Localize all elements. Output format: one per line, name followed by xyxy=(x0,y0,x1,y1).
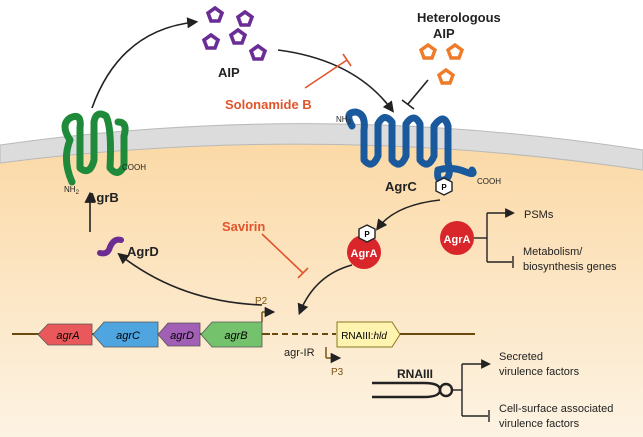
aip-pentagon xyxy=(205,5,225,23)
agrc-label: AgrC xyxy=(385,179,417,194)
solonamide-inhibition xyxy=(304,53,352,89)
agrb-nh2-label: NH2 xyxy=(64,185,80,196)
agra-active: AgrA P xyxy=(347,224,381,269)
agrd-peptide xyxy=(97,236,124,257)
aip-pentagon xyxy=(235,9,255,27)
promoter-p2 xyxy=(261,306,276,322)
agrd-label: AgrD xyxy=(127,244,159,259)
gene-agrc: agrC xyxy=(92,321,159,348)
svg-text:agrB: agrB xyxy=(224,330,247,342)
solonamide-label: Solonamide B xyxy=(225,97,312,112)
aip-pentagon xyxy=(228,27,248,45)
savirin-label: Savirin xyxy=(222,219,265,234)
surface-label-2: virulence factors xyxy=(499,418,580,430)
savirin-inhibition xyxy=(261,233,309,279)
agrc-nh2-label: NH2 xyxy=(336,115,352,126)
hetero-pentagon xyxy=(436,67,456,85)
p3-label: P3 xyxy=(331,367,344,378)
agrb-cooh-label: COOH xyxy=(122,163,146,172)
svg-text:P: P xyxy=(441,183,447,192)
metabolism-label-1: Metabolism/ xyxy=(523,246,583,258)
agra-inactive: AgrA xyxy=(440,221,474,255)
agrc-protein xyxy=(345,108,477,184)
agrb-protein xyxy=(61,110,129,186)
aip-label: AIP xyxy=(218,65,240,80)
agr-ir-label: agr-IR xyxy=(284,347,315,359)
hetero-pentagon xyxy=(445,42,465,60)
surface-label-1: Cell-surface associated xyxy=(499,403,613,415)
heterologous-inhibition xyxy=(401,79,429,110)
svg-text:AgrA: AgrA xyxy=(351,248,378,260)
agrc-to-agra-arrow xyxy=(376,199,441,231)
svg-text:RNAIII:hld: RNAIII:hld xyxy=(341,331,387,342)
cell-membrane xyxy=(0,123,643,171)
phosphate-on-agrc: P xyxy=(435,177,453,196)
aip-pentagon xyxy=(201,32,221,50)
heterologous-aip-molecules xyxy=(418,42,465,85)
gene-agrd: agrD xyxy=(157,322,201,347)
export-arrow xyxy=(91,17,199,109)
agra-to-p2-arrow xyxy=(297,264,353,316)
aip-to-agrc-arrow xyxy=(277,49,394,113)
aip-pentagon xyxy=(248,43,268,61)
rnaiii-regulation-bracket xyxy=(452,359,491,422)
psms-label: PSMs xyxy=(524,209,554,221)
heterologous-label-1: Heterologous xyxy=(417,10,501,25)
promoter-p3 xyxy=(325,347,342,364)
agrb-label: AgrB xyxy=(87,190,119,205)
secreted-label-2: virulence factors xyxy=(499,366,580,378)
agrc-cooh-label: COOH xyxy=(477,177,501,186)
svg-text:AgrA: AgrA xyxy=(444,234,471,246)
svg-text:agrC: agrC xyxy=(116,330,140,342)
hetero-pentagon xyxy=(418,42,438,60)
rnaiii-label: RNAIII xyxy=(397,367,433,381)
heterologous-label-2: AIP xyxy=(433,26,455,41)
rnaiii-hld-gene: RNAIII:hld xyxy=(336,321,401,348)
svg-text:agrD: agrD xyxy=(170,330,194,342)
transcription-arrow xyxy=(117,252,263,306)
metabolism-label-2: biosynthesis genes xyxy=(523,261,617,273)
gene-agrb: agrB xyxy=(200,321,263,348)
cytoplasm xyxy=(0,140,643,437)
secreted-label-1: Secreted xyxy=(499,351,543,363)
svg-text:P: P xyxy=(364,230,370,239)
svg-text:agrA: agrA xyxy=(56,330,79,342)
gene-agra: agrA xyxy=(37,323,93,346)
agra-regulation-bracket xyxy=(474,208,515,268)
aip-molecules xyxy=(201,5,268,61)
p2-label: P2 xyxy=(255,296,268,307)
